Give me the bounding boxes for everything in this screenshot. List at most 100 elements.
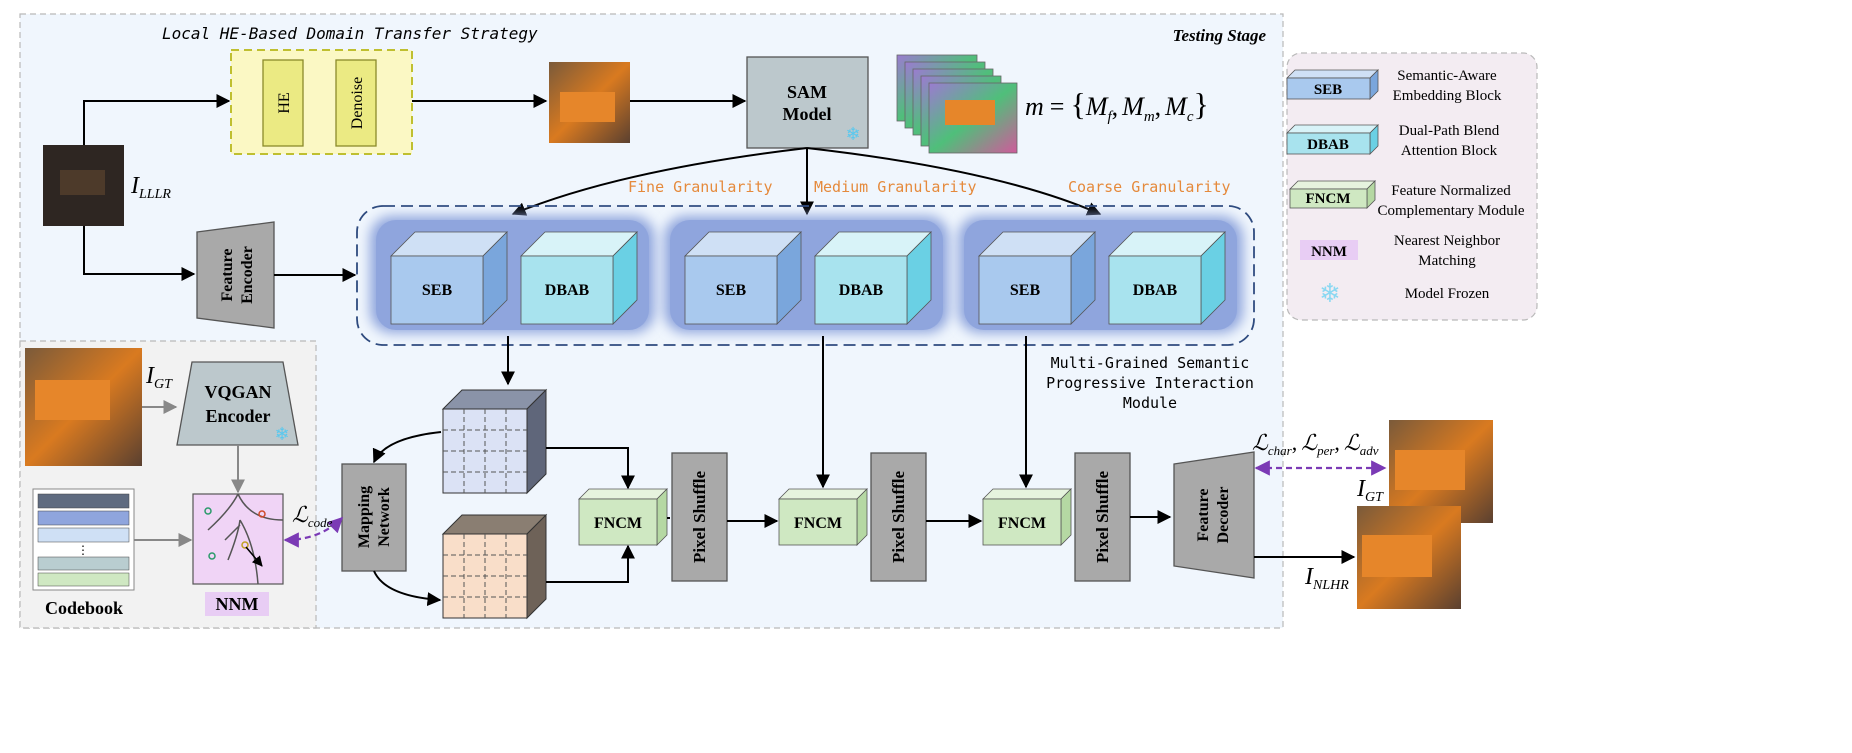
i-lllr-label: ILLLR [130, 173, 171, 202]
legend-nnm-tag: NNM [1311, 244, 1347, 260]
pixel-shuffle-label-1: Pixel Shuffle [690, 471, 709, 564]
mask-stack [896, 54, 1018, 154]
feature-decoder-block [1173, 451, 1255, 579]
arrow-coarse [806, 147, 1102, 216]
pixel-shuffle-2 [870, 452, 927, 582]
pixel-shuffle-label-3: Pixel Shuffle [1093, 471, 1112, 564]
encoder-label-1: Feature [219, 248, 236, 301]
sam-label-1: SAM [787, 82, 827, 102]
mapping-label-2: Network [376, 487, 393, 547]
dbab-block-fine [520, 231, 638, 325]
fncm-block-2 [778, 488, 868, 546]
fine-granularity-label: Fine Granularity [628, 178, 773, 196]
fncm-block-1 [578, 488, 668, 546]
vqgan-label-1: VQGAN [205, 382, 272, 402]
nnm-voronoi [207, 493, 284, 585]
medium-granularity-label: Medium Granularity [814, 178, 977, 196]
sam-model-block [746, 56, 869, 149]
legend-dbab-desc-2: Attention Block [1401, 143, 1498, 159]
sam-label-2: Model [783, 104, 832, 124]
i-gt-right-label: IGT [1356, 476, 1384, 505]
legend-nnm-swatch [1300, 240, 1358, 260]
mapping-label-1: Mapping [356, 486, 373, 548]
fncm-block-3 [982, 488, 1072, 546]
legend-seb-swatch [1286, 69, 1379, 100]
legend-seb-tag: SEB [1314, 82, 1342, 98]
seb-label-coarse: SEB [1010, 282, 1041, 299]
seb-label-fine: SEB [422, 282, 453, 299]
snowflake-icon: ❄ [845, 124, 860, 145]
seb-block-coarse [978, 231, 1096, 325]
fncm-label-2: FNCM [794, 515, 842, 532]
legend-fncm-desc-2: Complementary Module [1377, 203, 1524, 219]
codebook-entry-5 [37, 572, 130, 587]
legend-fncm-swatch [1289, 180, 1376, 209]
codebook-dots: ⋮ [77, 543, 89, 557]
he-block [262, 59, 304, 147]
decoder-label-1: Feature [1195, 488, 1212, 541]
arrow-to-encoder [83, 226, 196, 281]
testing-stage-title: Testing Stage [1173, 26, 1267, 45]
nnm-box [192, 493, 284, 585]
mgspi-caption-3: Module [1123, 394, 1177, 412]
legend-dbab-tag: DBAB [1307, 137, 1349, 153]
denoise-label: Denoise [349, 77, 366, 129]
seb-block-fine [390, 231, 508, 325]
codebook-entry-1 [37, 493, 130, 509]
mgspi-caption-2: Progressive Interaction [1046, 374, 1254, 392]
mapping-network-block [341, 463, 407, 572]
gt-right-car [1395, 450, 1465, 490]
codebook-entry-3 [37, 527, 130, 543]
legend-fncm-tag: FNCM [1306, 191, 1351, 207]
feature-cube-blue [441, 388, 548, 495]
arrow-mapping-to-cube [373, 570, 442, 607]
pixel-shuffle-1 [671, 452, 728, 582]
nnm-point-4 [241, 541, 249, 549]
legend-fncm-desc-1: Feature Normalized [1391, 183, 1511, 199]
i-nlhr-label: INLHR [1304, 564, 1349, 593]
he-label: HE [276, 92, 293, 113]
arrow-orange-to-fncm1 [546, 544, 635, 583]
legend-frozen-desc: Model Frozen [1405, 286, 1490, 302]
vqgan-label-2: Encoder [206, 406, 271, 426]
denoise-block [335, 59, 377, 147]
fncm-label-3: FNCM [998, 515, 1046, 532]
vqgan-encoder-block [176, 361, 299, 446]
feature-encoder-block [196, 221, 275, 329]
dbab-block-medium [814, 231, 932, 325]
feature-cube-orange [441, 513, 548, 620]
nnm-point-2 [258, 510, 266, 518]
he-strategy-title: Local HE-Based Domain Transfer Strategy [162, 24, 538, 43]
dbab-label-medium: DBAB [839, 282, 884, 299]
nnm-point-1 [204, 507, 212, 515]
legend-dbab-swatch [1286, 124, 1379, 155]
encoder-label-2: Encoder [239, 246, 256, 304]
arrow-fine [511, 147, 808, 216]
coarse-granularity-label: Coarse Granularity [1068, 178, 1231, 196]
arrow-cube-to-mapping [372, 431, 442, 464]
mgspi-caption-1: Multi-Grained Semantic [1051, 354, 1250, 372]
legend-dbab-desc-1: Dual-Path Blend [1399, 123, 1500, 139]
arrow-icon [245, 546, 263, 567]
lcode-arrow [283, 516, 344, 548]
codebook-label: Codebook [45, 598, 123, 618]
nnm-point-3 [208, 552, 216, 560]
pixel-shuffle-label-2: Pixel Shuffle [889, 471, 908, 564]
seb-block-medium [684, 231, 802, 325]
snowflake-icon: ❄ [1319, 279, 1341, 309]
i-gt-left-label: IGT [145, 363, 173, 392]
arrow-to-he [83, 94, 231, 145]
seb-label-medium: SEB [716, 282, 747, 299]
dbab-label-fine: DBAB [545, 282, 590, 299]
mask-equation: m={Mf,Mm,Mc} [1025, 86, 1209, 125]
dbab-label-coarse: DBAB [1133, 282, 1178, 299]
arrow-blue-to-fncm1 [546, 447, 635, 490]
legend-nnm-desc-2: Matching [1418, 253, 1476, 269]
losses-label: ℒchar,ℒper,ℒadv [1252, 430, 1379, 458]
snowflake-icon: ❄ [274, 424, 289, 445]
pixel-shuffle-3 [1074, 452, 1131, 582]
codebook-entry-4 [37, 556, 130, 571]
nnm-tag [205, 592, 269, 616]
dbab-block-coarse [1108, 231, 1226, 325]
lcode-label: ℒcode [292, 502, 333, 530]
